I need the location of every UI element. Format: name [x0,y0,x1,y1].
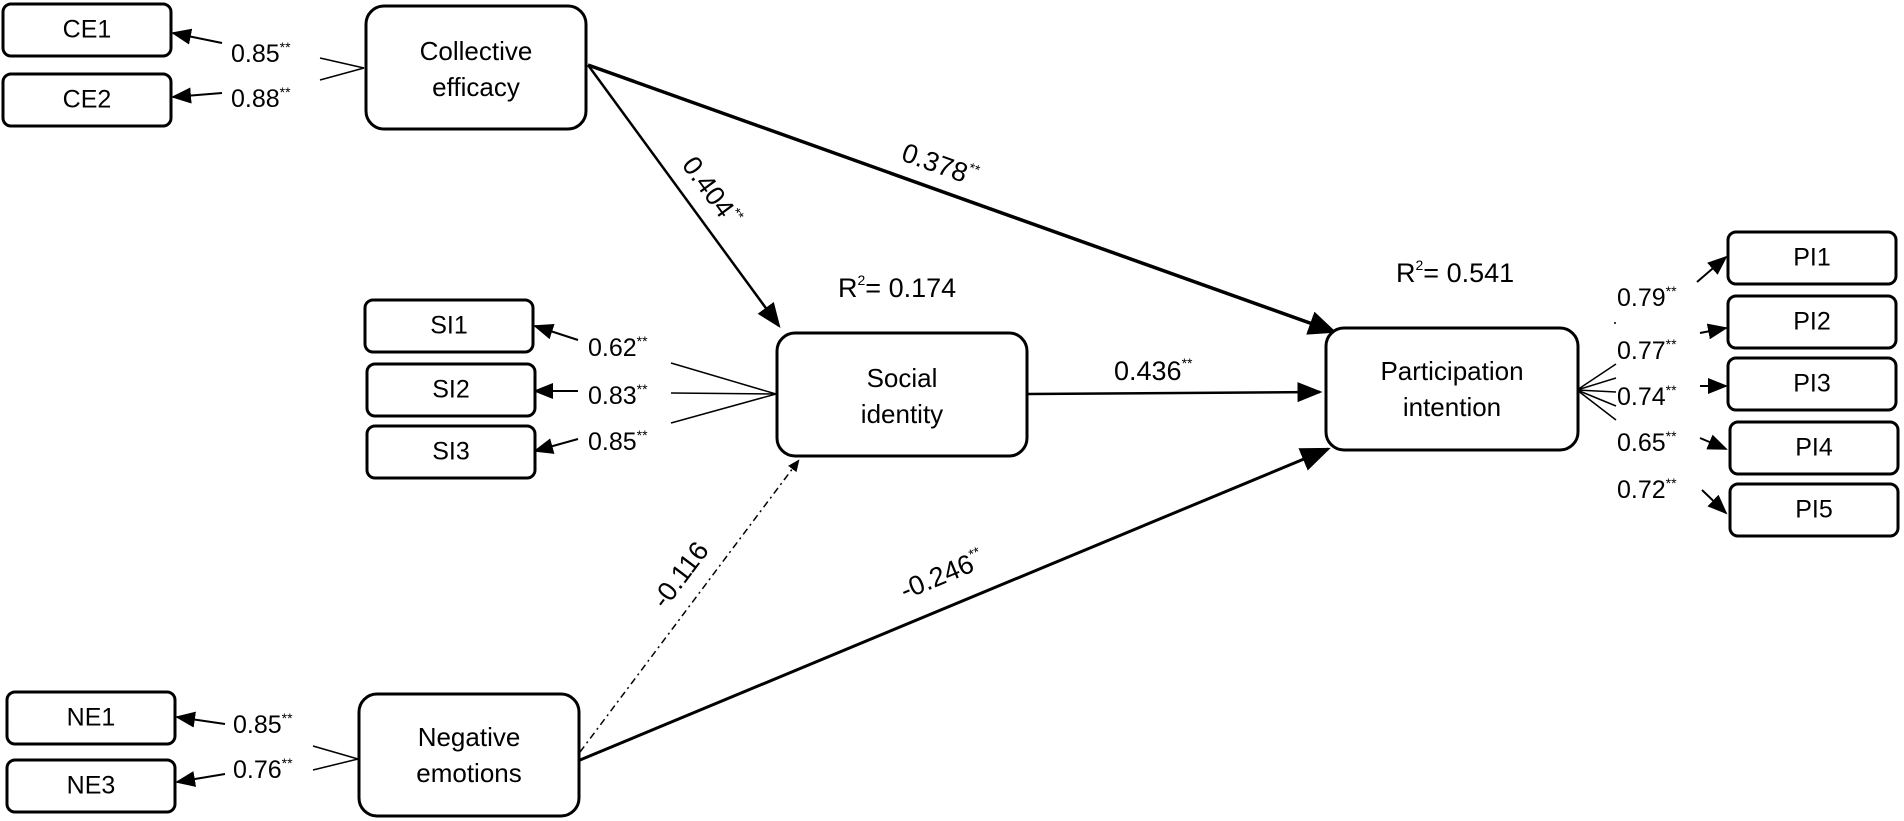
pi4-loading-arrow [1699,434,1728,450]
pi2-loading-label: 0.77** [1617,336,1677,365]
svg-text:SI2: SI2 [432,376,470,404]
si3-loading-arrow [533,438,579,454]
path-si-pi-coefficient: 0.436** [1114,355,1193,386]
indicator-ne1: NE1 [5,690,177,746]
indicator-si3: SI3 [365,424,537,480]
pi1-loading-label: 0.79** [1617,283,1677,312]
svg-text:NE3: NE3 [67,772,116,800]
indicator-pi2: PI2 [1726,294,1898,350]
svg-text:intention: intention [1403,392,1501,422]
latent-negative-emotions: Negative emotions [357,692,581,818]
svg-text:PI3: PI3 [1793,370,1831,398]
si-fan-line [670,362,777,395]
path-ce-to-si [586,64,781,329]
pi5-loading-label: 0.72** [1617,475,1677,504]
path-ne-to-si [579,459,800,753]
indicator-pi1: PI1 [1726,230,1898,286]
svg-text:Negative: Negative [418,722,521,752]
si-fan-line [670,392,777,395]
indicator-ne3: NE3 [5,758,177,814]
pi-fan-line [1576,389,1617,421]
svg-text:PI1: PI1 [1793,244,1831,272]
svg-text:PI2: PI2 [1793,308,1831,336]
svg-text:SI3: SI3 [432,438,470,466]
pi-fan-line [1576,389,1617,393]
svg-text:emotions: emotions [416,758,522,788]
latent-participation-intention: Participation intention [1324,326,1580,452]
r2-social-identity: R2= 0.174 [838,272,956,303]
svg-text:SI1: SI1 [430,312,468,340]
pi-fan-line [1576,389,1617,407]
ne3-loading-label: 0.76** [233,755,293,784]
indicator-pi5: PI5 [1728,482,1900,538]
svg-text:Collective: Collective [420,36,533,66]
ce-fan-line [319,67,365,81]
svg-text:CE2: CE2 [63,86,112,114]
path-si-to-pi [1027,382,1323,403]
ne1-loading-label: 0.85** [233,710,293,739]
indicator-ce1: CE1 [1,2,173,58]
latent-social-identity: Social identity [775,331,1029,458]
ne1-loading-arrow [175,711,226,728]
indicator-si1: SI1 [363,298,535,354]
ne-fan-line [312,758,359,771]
svg-text:Participation: Participation [1380,356,1523,386]
indicator-si2: SI2 [365,362,537,418]
ce1-loading-label: 0.85** [231,39,291,68]
si1-loading-arrow [533,323,579,341]
path-ce-si-coefficient: 0.404** [676,150,748,232]
svg-text:Social: Social [867,363,938,393]
ne-fan-line [312,745,359,760]
si3-loading-label: 0.85** [588,427,648,456]
path-ne-to-pi [579,447,1331,762]
ce-fan-line [319,57,365,69]
pi3-loading-label: 0.74** [1617,382,1677,411]
pi-fan-line [1576,377,1617,391]
pi1-loading-arrow [1696,255,1728,283]
svg-text:CE1: CE1 [63,16,112,44]
path-ce-pi-coefficient: 0.378** [898,136,983,192]
pi-fan-line [1576,363,1617,391]
svg-text:efficacy: efficacy [432,72,520,102]
si1-loading-label: 0.62** [588,333,648,362]
ne3-loading-arrow [175,771,226,787]
svg-text:PI5: PI5 [1795,496,1833,524]
ce2-loading-arrow [171,87,223,104]
latent-collective-efficacy: Collective efficacy [364,4,588,131]
r2-participation-intention: R2= 0.541 [1396,257,1514,288]
si-fan-line [670,393,777,424]
ce2-loading-label: 0.88** [231,84,291,113]
svg-text:NE1: NE1 [67,704,116,732]
svg-text:identity: identity [861,399,943,429]
pi2-loading-arrow [1699,323,1728,340]
path-ne-si-coefficient: -0.116 [646,536,715,614]
ce1-loading-arrow [171,28,223,45]
indicator-ce2: CE2 [1,72,173,128]
svg-text:PI4: PI4 [1795,434,1833,462]
path-ce-to-pi [587,63,1337,335]
pi5-loading-arrow [1701,489,1728,515]
indicator-pi3: PI3 [1726,356,1898,412]
indicator-pi4: PI4 [1728,420,1900,476]
pi4-loading-label: 0.65** [1617,428,1677,457]
si2-loading-label: 0.83** [588,381,648,410]
